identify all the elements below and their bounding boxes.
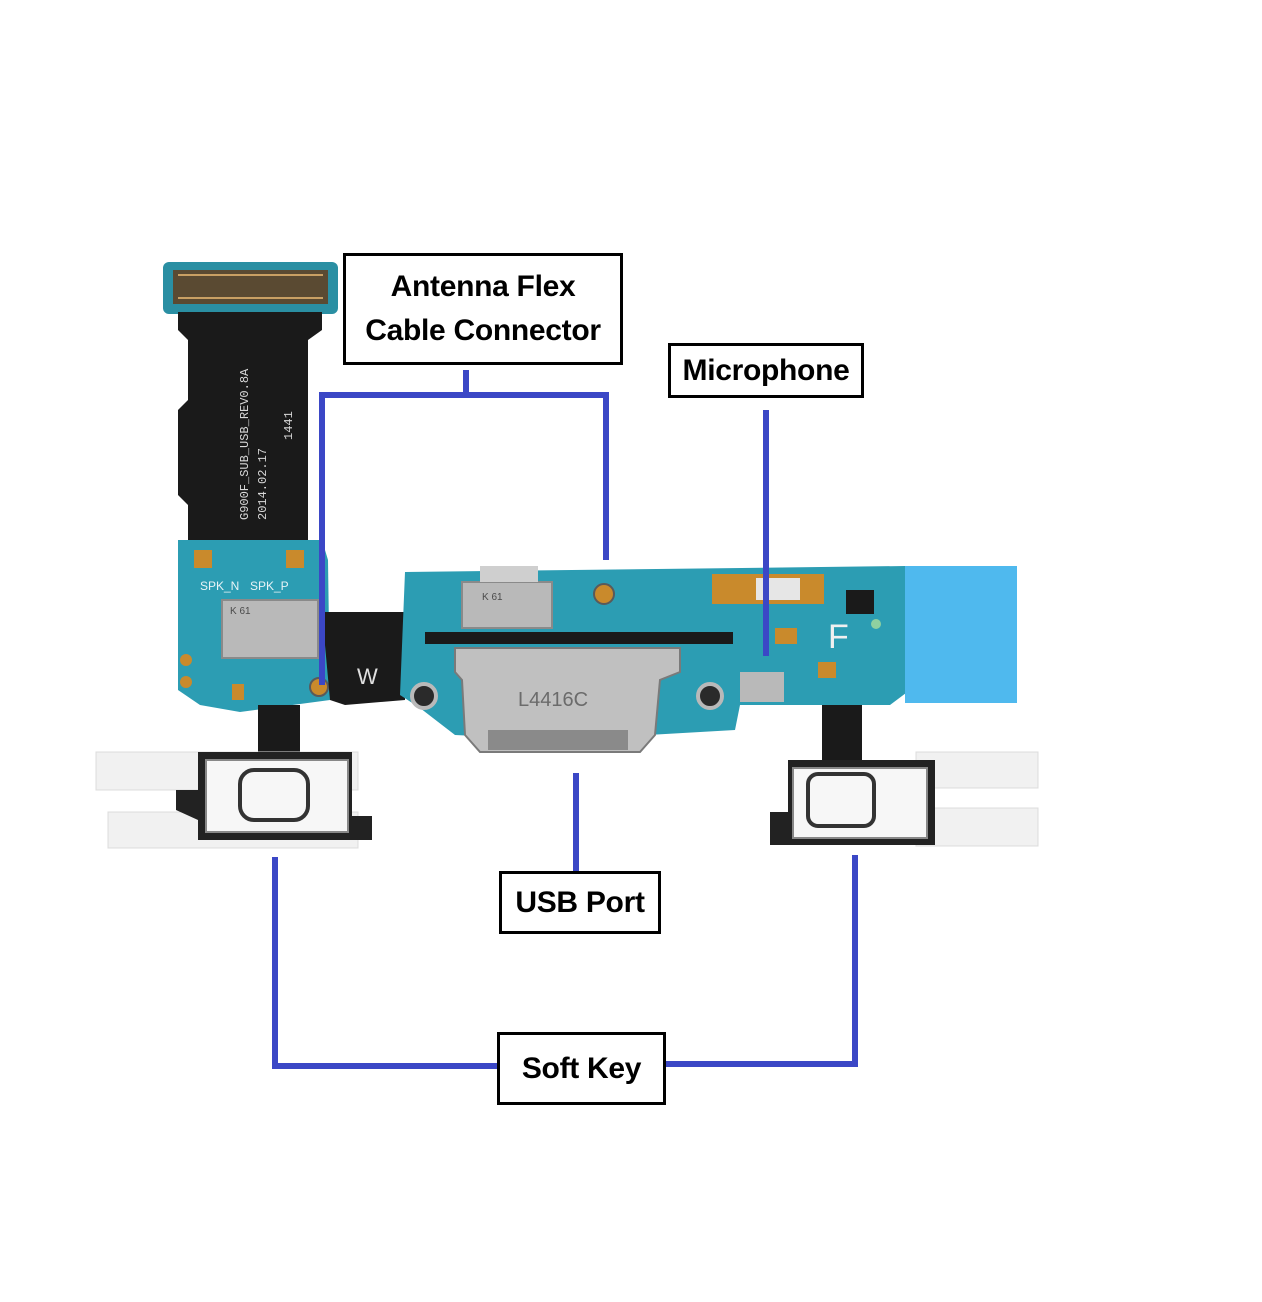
bridge-flex: W — [322, 612, 405, 705]
soft-key-left — [96, 752, 372, 848]
callout-usb-port: USB Port — [499, 871, 661, 934]
callout-antenna-line2: Cable Connector — [365, 309, 601, 353]
callout-softkey-label: Soft Key — [522, 1047, 641, 1091]
main-pcb: K 61 F L4416C — [400, 566, 1017, 765]
letter-f-text: F — [828, 618, 849, 656]
shield-left-text: K 61 — [230, 606, 251, 617]
spk-p-text: SPK_P — [250, 579, 289, 593]
shield-can-mid — [462, 582, 552, 628]
flex-rev-text: G900F_SUB_USB_REV0.8A — [238, 368, 252, 520]
leader-softkey-right — [664, 855, 855, 1064]
callout-antenna-line1: Antenna Flex — [391, 265, 576, 309]
blue-tape — [905, 566, 1017, 703]
callout-soft-key: Soft Key — [497, 1032, 666, 1105]
flex-code-text: 1441 — [282, 411, 296, 440]
callout-microphone: Microphone — [668, 343, 864, 398]
left-pcb: SPK_N SPK_P K 61 — [178, 540, 330, 765]
callout-antenna-flex-cable-connector: Antenna Flex Cable Connector — [343, 253, 623, 365]
callout-usb-label: USB Port — [515, 881, 644, 925]
spk-n-text: SPK_N — [200, 579, 239, 593]
antenna-connector-main — [594, 584, 614, 604]
callout-microphone-label: Microphone — [683, 349, 850, 393]
usb-marking-text: L4416C — [518, 689, 588, 711]
soft-key-right — [770, 752, 1038, 846]
letter-w-text: W — [357, 664, 378, 689]
leader-softkey-left — [275, 857, 500, 1066]
shield-mid-text: K 61 — [482, 592, 503, 603]
flex-date-text: 2014.02.17 — [256, 448, 270, 520]
top-flex-cable: G900F_SUB_USB_REV0.8A 2014.02.17 1441 — [163, 262, 338, 545]
microphone-part — [775, 628, 797, 644]
